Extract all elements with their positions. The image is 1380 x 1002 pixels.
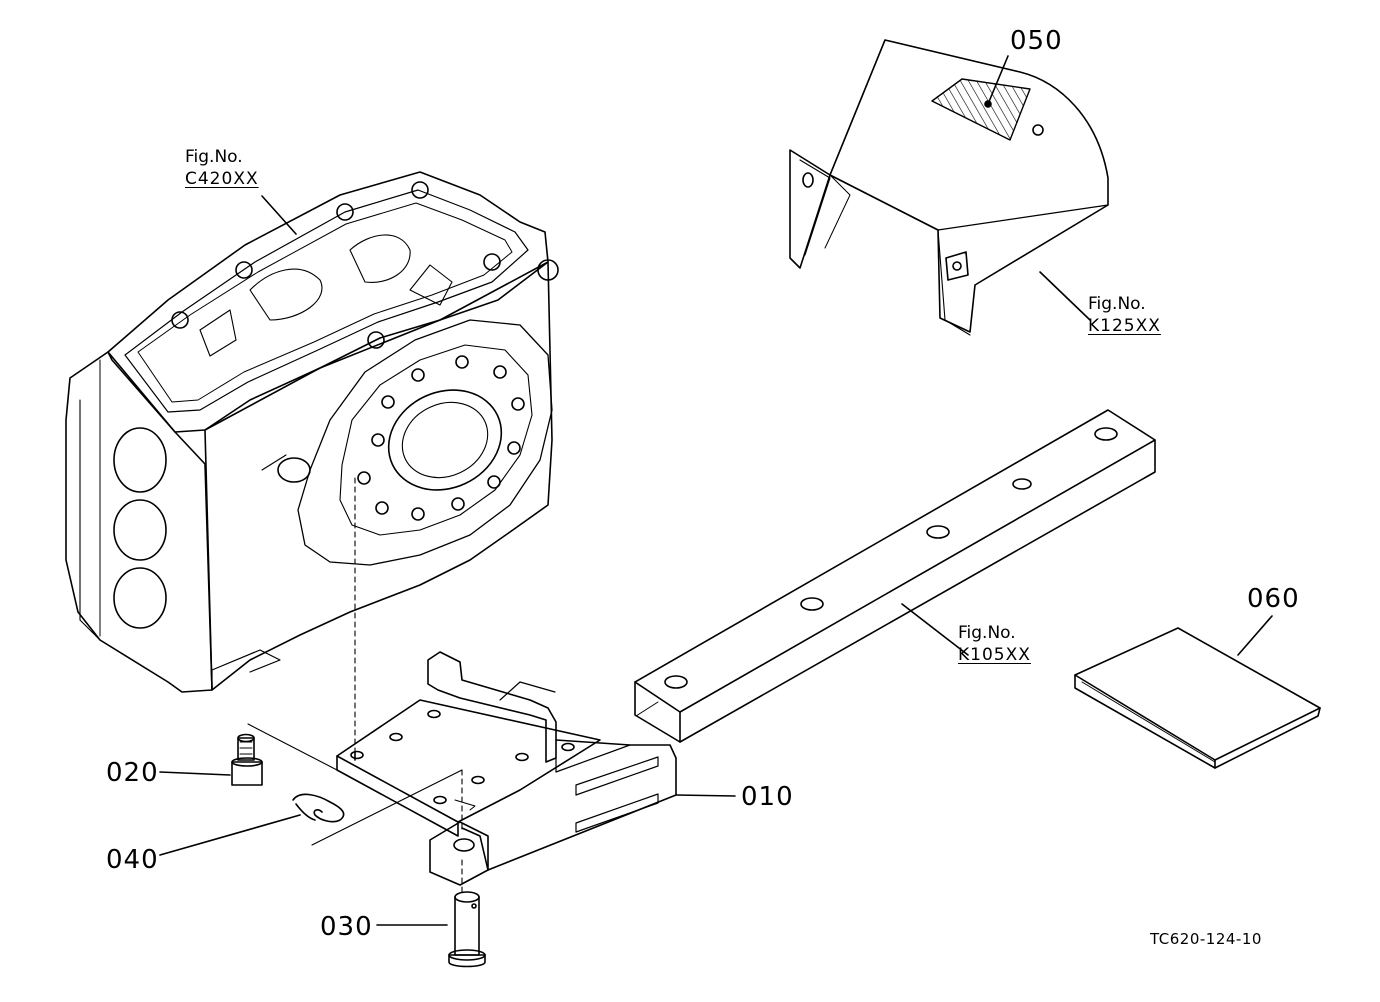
figure-ref-prefix: Fig.No. bbox=[1088, 294, 1146, 314]
figure-ref-code: K105XX bbox=[958, 645, 1031, 665]
cover-part-050 bbox=[789, 39, 1109, 336]
assembly-dashes bbox=[354, 477, 463, 896]
figure-ref-prefix: Fig.No. bbox=[185, 147, 243, 167]
leader-040 bbox=[159, 814, 301, 856]
document-id: TC620-124-10 bbox=[1150, 930, 1262, 948]
manual-part-060 bbox=[1074, 627, 1321, 769]
part-label-050[interactable]: 050 bbox=[1010, 26, 1063, 56]
figure-ref-code: K125XX bbox=[1088, 316, 1161, 336]
part-label-040[interactable]: 040 bbox=[106, 845, 159, 875]
clip-part-040 bbox=[292, 793, 345, 823]
figure-ref-code: C420XX bbox=[185, 169, 259, 189]
drawbar bbox=[634, 409, 1156, 743]
figure-ref-k125[interactable]: Fig.No. K125XX bbox=[1088, 293, 1161, 337]
part-label-010[interactable]: 010 bbox=[741, 782, 794, 812]
pin-part-030 bbox=[448, 891, 486, 968]
part-label-030[interactable]: 030 bbox=[320, 912, 373, 942]
bolt-part-020 bbox=[231, 733, 263, 786]
leader-050 bbox=[987, 55, 1009, 105]
figure-ref-c420[interactable]: Fig.No. C420XX bbox=[185, 146, 259, 190]
leader-020 bbox=[159, 771, 231, 776]
leader-060 bbox=[1237, 615, 1273, 656]
transmission-case bbox=[65, 171, 559, 693]
figure-ref-k105[interactable]: Fig.No. K105XX bbox=[958, 622, 1031, 666]
leader-k125 bbox=[1039, 271, 1091, 321]
leader-010 bbox=[675, 794, 736, 797]
part-label-020[interactable]: 020 bbox=[106, 758, 159, 788]
figure-ref-prefix: Fig.No. bbox=[958, 623, 1016, 643]
leader-c420 bbox=[261, 195, 297, 235]
part-label-060[interactable]: 060 bbox=[1247, 584, 1300, 614]
leader-k105 bbox=[901, 603, 969, 656]
bracket-part-010 bbox=[336, 651, 677, 886]
